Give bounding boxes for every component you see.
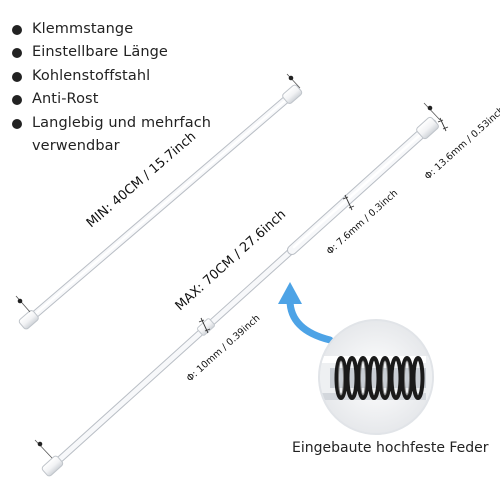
diameter-marker-medium: Φ: 7.6mm / 0.3inch	[325, 188, 400, 257]
rod-end-cap	[41, 455, 64, 477]
diameter-large-label: Φ: 13.6mm / 0.53inch	[423, 105, 500, 183]
dimension-dot	[427, 105, 433, 111]
rod-end-cap	[18, 310, 39, 330]
spring-detail-magnifier	[318, 319, 434, 435]
feature-item: Klemmstange	[12, 18, 211, 41]
short-tension-rod: MIN: 40CM / 15.7inch	[15, 73, 303, 330]
spring-coil-icon	[334, 356, 425, 400]
feature-text: Anti-Rost	[32, 91, 99, 108]
callout-arrow-icon	[278, 282, 334, 344]
diameter-marker-large: Φ: 13.6mm / 0.53inch	[423, 105, 500, 183]
feature-text: Langlebig und mehrfach	[32, 114, 212, 131]
feature-text: Kohlenstoffstahl	[32, 67, 151, 84]
diameter-marker-small: Φ: 10mm / 0.39inch	[185, 313, 263, 384]
feature-item: Anti-Rost	[12, 88, 211, 111]
feature-text: Klemmstange	[32, 21, 134, 37]
dimension-tick	[423, 102, 441, 121]
rod-collar	[197, 318, 215, 336]
feature-item: Langlebig und mehrfach verwendbar	[12, 112, 211, 159]
dimension-dot	[288, 75, 294, 81]
dimension-tick	[15, 295, 31, 313]
feature-item: Kohlenstoffstahl	[12, 65, 211, 88]
dimension-tick	[286, 73, 301, 89]
min-length-label: MIN: 40CM / 15.7inch	[84, 129, 199, 231]
dimension-tick	[34, 439, 53, 459]
spring-caption: Eingebaute hochfeste Feder	[292, 440, 489, 456]
feature-text-continued: verwendbar	[32, 138, 120, 155]
dimension-dot	[37, 441, 43, 447]
diameter-medium-label: Φ: 7.6mm / 0.3inch	[325, 188, 400, 257]
max-length-label: MAX: 70CM / 27.6inch	[173, 207, 289, 314]
dimension-dot	[17, 298, 23, 304]
rod-end-cap	[282, 84, 303, 104]
feature-text: Einstellbare Länge	[32, 44, 168, 61]
feature-item: Einstellbare Länge	[12, 41, 211, 64]
feature-list: Klemmstange Einstellbare Länge Kohlensto…	[12, 18, 211, 158]
rod-end-cap	[416, 116, 439, 140]
diameter-small-label: Φ: 10mm / 0.39inch	[185, 313, 263, 384]
